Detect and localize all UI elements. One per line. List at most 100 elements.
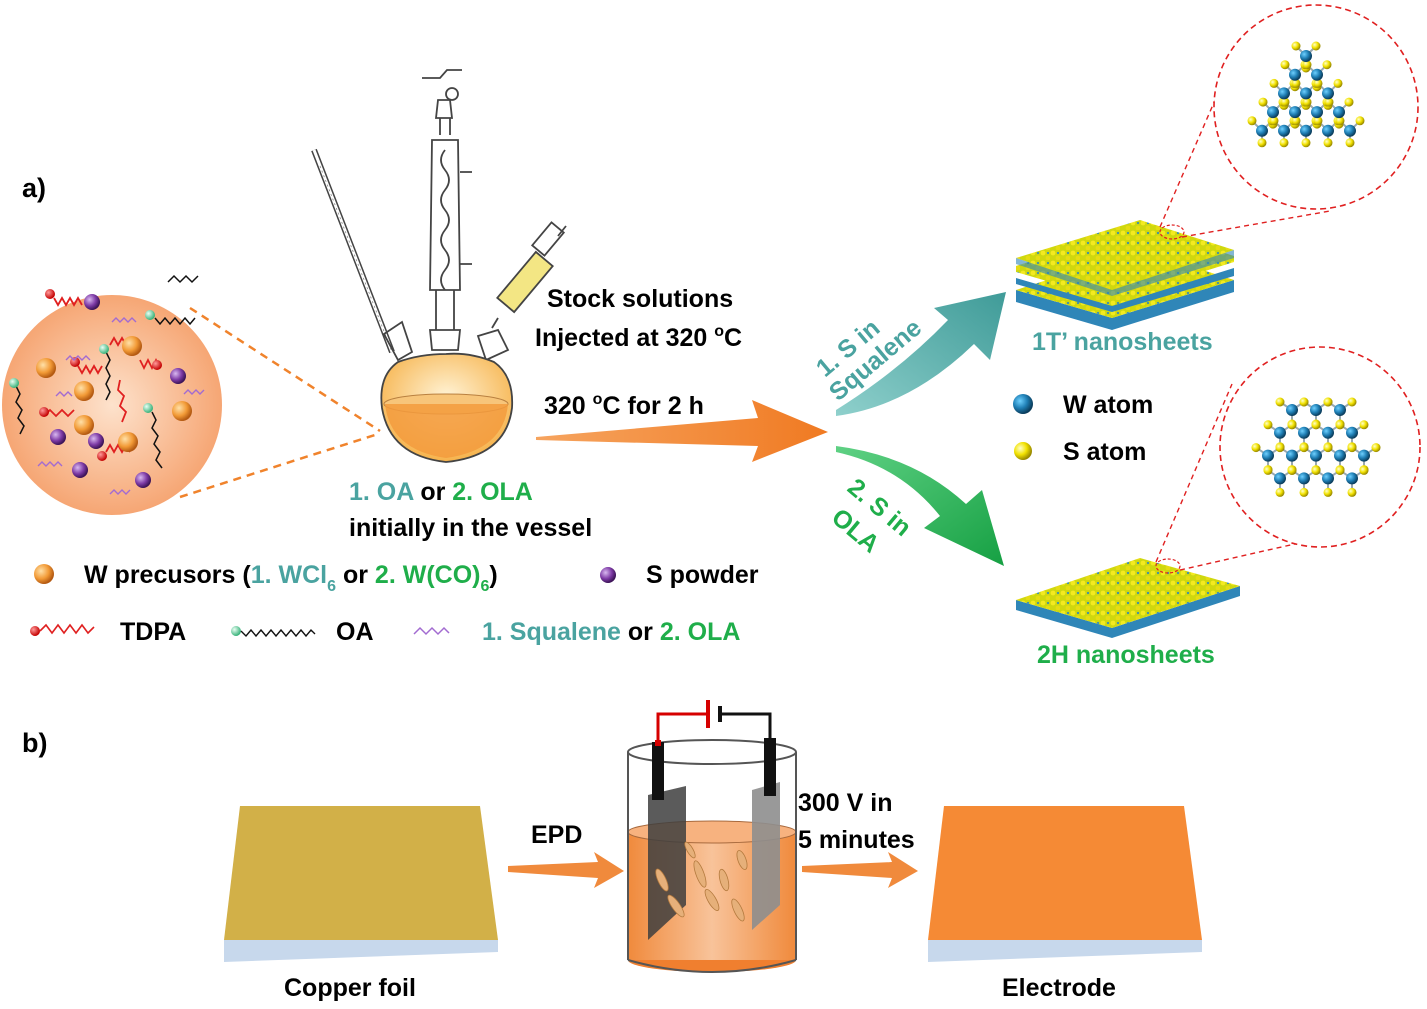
panel-b-label: b)	[22, 728, 47, 758]
s-atom	[1302, 60, 1312, 70]
cathode-plate	[752, 738, 780, 930]
copper-foil-label: Copper foil	[284, 974, 416, 1002]
zoom-2h-structure	[1219, 346, 1421, 548]
s-atom	[1345, 138, 1355, 148]
s-atom	[1311, 420, 1321, 430]
nanosheet-stack-1t	[1016, 220, 1234, 330]
s-atom	[1323, 397, 1333, 407]
condenser-icon	[422, 69, 472, 351]
s-atom	[1301, 138, 1311, 148]
s-atom	[1347, 397, 1357, 407]
w-atom	[1274, 426, 1286, 439]
solvent-legend-label: 1. Squalene or 2. OLA	[482, 618, 740, 646]
s-atom	[1257, 138, 1267, 148]
s-atom	[1355, 116, 1365, 126]
s-atom	[1324, 97, 1334, 107]
w-atom	[1256, 124, 1268, 137]
lattice-2h	[1251, 397, 1381, 497]
s-atom	[1291, 41, 1301, 51]
w-atom	[1322, 426, 1334, 439]
w-atom	[1344, 124, 1356, 137]
w-atom	[1310, 449, 1322, 462]
heating-condition-label: 320 oC for 2 h	[544, 391, 704, 420]
w-atom	[1267, 106, 1279, 119]
s-atom	[1263, 465, 1273, 475]
w-atom	[1346, 426, 1358, 439]
w-atom	[1334, 449, 1346, 462]
w-atom	[1289, 106, 1301, 119]
w-atom	[1311, 106, 1323, 119]
s-atom	[1311, 465, 1321, 475]
s-atom	[1313, 78, 1323, 88]
w-atom	[1310, 404, 1322, 416]
solvent-legend-icon	[413, 626, 450, 636]
s-atom	[1359, 465, 1369, 475]
s-atom	[1322, 60, 1332, 70]
s-atom	[1323, 138, 1333, 148]
deposition-arrow	[802, 852, 918, 888]
w-atom	[1300, 50, 1312, 62]
tdpa-legend-icon	[30, 623, 95, 636]
tdpa-head-icon	[39, 289, 162, 461]
product-1t-label: 1T’ nanosheets	[1032, 328, 1213, 356]
w-atom	[1346, 472, 1358, 485]
w-precursor-legend-label: W precusors (1. WCl6 or 2. W(CO)6)	[84, 561, 498, 595]
s-atom	[1302, 97, 1312, 107]
oa-legend-icon	[231, 626, 316, 638]
s-atom	[1275, 397, 1285, 407]
s-atom	[1335, 420, 1345, 430]
s-atom-icon	[1014, 442, 1032, 460]
reaction-arrow	[536, 400, 828, 462]
w-atom	[1298, 426, 1310, 439]
s-atom	[1335, 116, 1345, 126]
w-atom-icon	[1013, 394, 1033, 414]
reaction-mixture-zoom	[2, 274, 381, 515]
w-atom	[1311, 68, 1323, 81]
s-atom	[1333, 78, 1343, 88]
w-precursor-legend-icon	[34, 564, 54, 584]
epd-arrow	[508, 852, 624, 888]
s-powder-legend-label: S powder	[646, 561, 759, 589]
w-atom	[1334, 404, 1346, 416]
s-atom	[1275, 443, 1285, 453]
s-atom	[1269, 78, 1279, 88]
s-atom	[1299, 487, 1309, 497]
s-atom	[1269, 116, 1279, 126]
branch-arrow-ola	[836, 446, 1004, 566]
s-atom	[1344, 97, 1354, 107]
electrode-icon	[928, 806, 1202, 962]
s-atom	[1287, 420, 1297, 430]
s-atom	[1347, 487, 1357, 497]
w-atom	[1274, 472, 1286, 485]
s-atom	[1258, 97, 1268, 107]
s-atom	[1313, 116, 1323, 126]
nanosheet-2h	[1016, 558, 1240, 638]
w-atom	[1286, 404, 1298, 416]
w-atom	[1298, 472, 1310, 485]
s-atom	[1287, 465, 1297, 475]
product-2h-label: 2H nanosheets	[1037, 641, 1215, 669]
voltage-label-line2: 5 minutes	[798, 826, 915, 854]
s-atom	[1279, 138, 1289, 148]
tdpa-legend-label: TDPA	[120, 618, 186, 646]
s-atom	[1291, 78, 1301, 88]
three-neck-flask	[311, 69, 567, 463]
oa-legend-label: OA	[336, 618, 374, 646]
w-atom	[1289, 68, 1301, 81]
s-atom	[1291, 116, 1301, 126]
s-atom	[1263, 420, 1273, 430]
w-precursor-sphere-icon	[36, 336, 192, 452]
w-atom	[1300, 87, 1312, 100]
s-atom	[1347, 443, 1357, 453]
thermometer-icon	[311, 148, 395, 354]
epd-cell	[627, 700, 797, 973]
voltage-label-line1: 300 V in	[798, 789, 893, 817]
w-atom	[1278, 87, 1290, 100]
w-atom	[1322, 87, 1334, 100]
stock-solutions-label: Stock solutions	[547, 285, 733, 313]
w-atom	[1322, 124, 1334, 137]
s-atom	[1299, 443, 1309, 453]
w-atom	[1286, 449, 1298, 462]
